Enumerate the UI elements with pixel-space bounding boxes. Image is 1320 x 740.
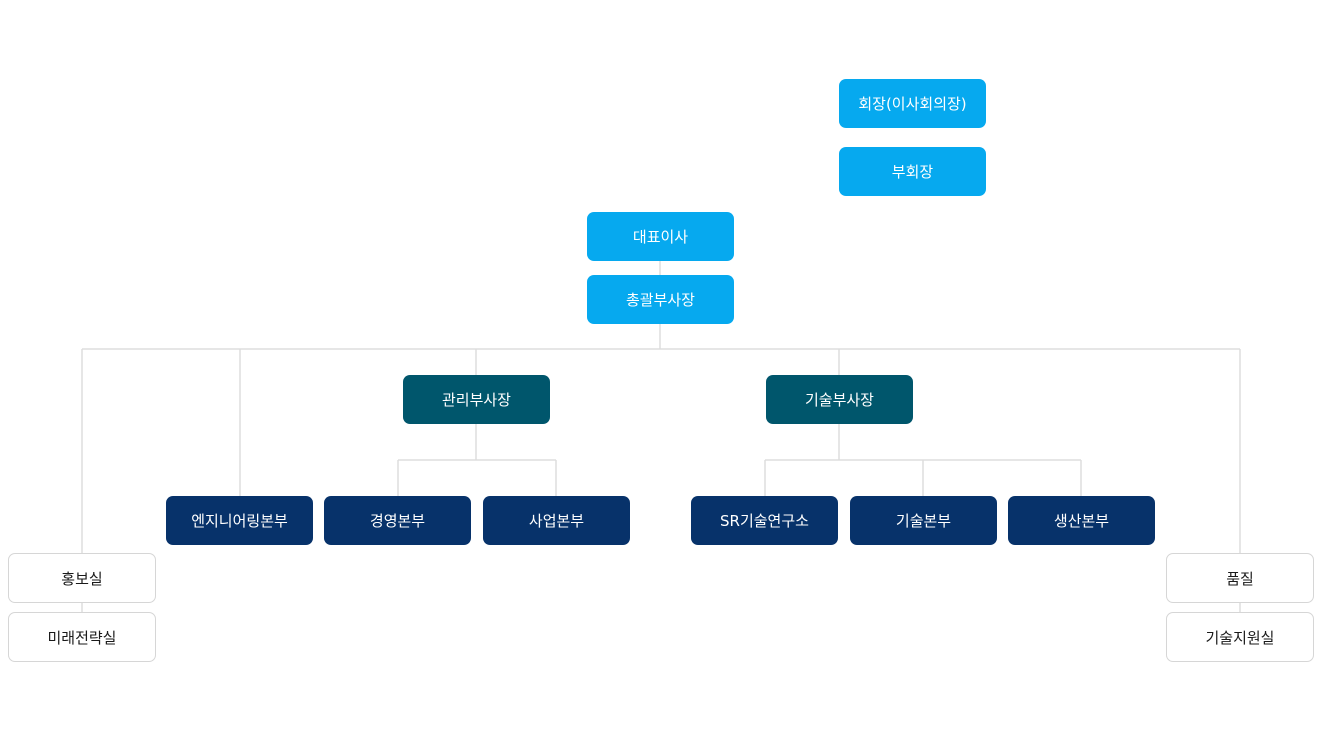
quality-box[interactable]: 품질 bbox=[1166, 553, 1314, 603]
sr-research-lab-box[interactable]: SR기술연구소 bbox=[691, 496, 838, 545]
management-division-box[interactable]: 경영본부 bbox=[324, 496, 471, 545]
chairman-box[interactable]: 회장(이사회의장) bbox=[839, 79, 986, 128]
future-strategy-office-box[interactable]: 미래전략실 bbox=[8, 612, 156, 662]
tech-support-office-box[interactable]: 기술지원실 bbox=[1166, 612, 1314, 662]
general-vp-box[interactable]: 총괄부사장 bbox=[587, 275, 734, 324]
ceo-box[interactable]: 대표이사 bbox=[587, 212, 734, 261]
tech-vp-box[interactable]: 기술부사장 bbox=[766, 375, 913, 424]
admin-vp-box[interactable]: 관리부사장 bbox=[403, 375, 550, 424]
engineering-division-box[interactable]: 엔지니어링본부 bbox=[166, 496, 313, 545]
business-division-box[interactable]: 사업본부 bbox=[483, 496, 630, 545]
pr-office-box[interactable]: 홍보실 bbox=[8, 553, 156, 603]
production-division-box[interactable]: 생산본부 bbox=[1008, 496, 1155, 545]
vice-chairman-box[interactable]: 부회장 bbox=[839, 147, 986, 196]
technology-division-box[interactable]: 기술본부 bbox=[850, 496, 997, 545]
